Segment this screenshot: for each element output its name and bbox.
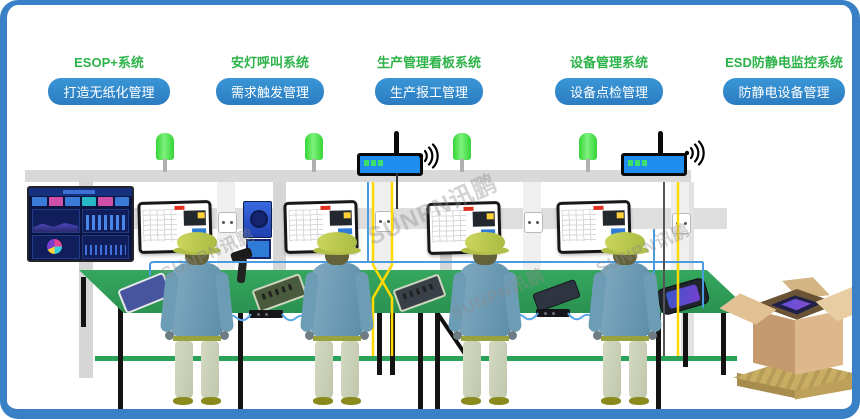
table-leg bbox=[721, 313, 726, 375]
router-status-lights bbox=[364, 160, 383, 166]
system-group-andon: 安灯呼叫系统 需求触发管理 bbox=[201, 55, 339, 105]
dashboard-area-chart bbox=[32, 209, 80, 233]
system-tag-badge: 生产报工管理 bbox=[374, 78, 483, 105]
table-leg bbox=[377, 313, 382, 375]
andon-light-stem bbox=[312, 159, 316, 172]
system-group-kanban: 生产管理看板系统 生产报工管理 bbox=[357, 55, 501, 105]
system-group-esop: ESOP+系统 打造无纸化管理 bbox=[35, 55, 183, 105]
system-group-esd: ESD防静电监控系统 防静电设备管理 bbox=[709, 55, 852, 105]
power-socket bbox=[218, 212, 237, 233]
dashboard-charts bbox=[29, 207, 132, 260]
system-title: ESOP+系统 bbox=[74, 55, 144, 70]
system-tag-badge: 需求触发管理 bbox=[215, 78, 324, 105]
wifi-router bbox=[621, 131, 687, 176]
system-group-equipment: 设备管理系统 设备点检管理 bbox=[537, 55, 681, 105]
kanban-dashboard-screen bbox=[27, 186, 134, 262]
esd-wrist-straps bbox=[219, 318, 600, 325]
andon-tower-light bbox=[156, 133, 174, 160]
table-leg bbox=[238, 313, 243, 409]
frame-rail-top bbox=[25, 170, 691, 182]
andon-light-stem bbox=[163, 159, 167, 172]
andon-tower-light bbox=[579, 133, 597, 160]
table-leg bbox=[418, 313, 423, 409]
andon-call-box bbox=[243, 201, 272, 238]
frame-post bbox=[273, 182, 286, 274]
esd-wrist-strap-monitor bbox=[536, 309, 570, 317]
table-leg bbox=[390, 313, 395, 375]
router-status-lights bbox=[628, 160, 647, 166]
andon-light-stem bbox=[586, 159, 590, 172]
wifi-signal-icon bbox=[418, 143, 439, 169]
system-title: 设备管理系统 bbox=[569, 55, 648, 70]
andon-tower-light bbox=[453, 133, 471, 160]
table-leg bbox=[118, 277, 123, 409]
safety-hat bbox=[317, 232, 357, 252]
carton-on-pallet bbox=[719, 277, 852, 403]
system-tag-badge: 设备点检管理 bbox=[554, 78, 663, 105]
table-leg bbox=[683, 313, 688, 367]
worker-operator bbox=[299, 232, 375, 408]
dashboard-bar-chart bbox=[81, 209, 129, 233]
andon-light-stem bbox=[460, 159, 464, 172]
dashboard-kpi-row bbox=[29, 196, 132, 207]
system-title: 生产管理看板系统 bbox=[376, 55, 481, 70]
system-title: ESD防静电监控系统 bbox=[725, 55, 843, 70]
system-tag-badge: 打造无纸化管理 bbox=[48, 78, 170, 105]
system-tag-badge: 防静电设备管理 bbox=[723, 78, 845, 105]
table-leg bbox=[81, 277, 86, 327]
andon-tower-light bbox=[305, 133, 323, 160]
dashboard-line-chart bbox=[81, 235, 129, 259]
safety-hat bbox=[605, 232, 645, 252]
wifi-signal-icon bbox=[684, 140, 705, 166]
wifi-router bbox=[357, 131, 423, 176]
power-socket bbox=[524, 212, 543, 233]
table-leg bbox=[435, 313, 440, 409]
router-antenna bbox=[394, 131, 399, 156]
dashboard-pie-chart bbox=[32, 235, 80, 259]
conveyor-lower-rail bbox=[95, 356, 737, 361]
esd-wrist-strap-monitor bbox=[249, 310, 283, 318]
safety-hat bbox=[177, 232, 217, 252]
table-leg bbox=[656, 313, 661, 409]
safety-hat bbox=[465, 232, 505, 252]
router-antenna bbox=[658, 131, 663, 156]
system-title: 安灯呼叫系统 bbox=[230, 55, 309, 70]
dashboard-header bbox=[29, 188, 132, 196]
